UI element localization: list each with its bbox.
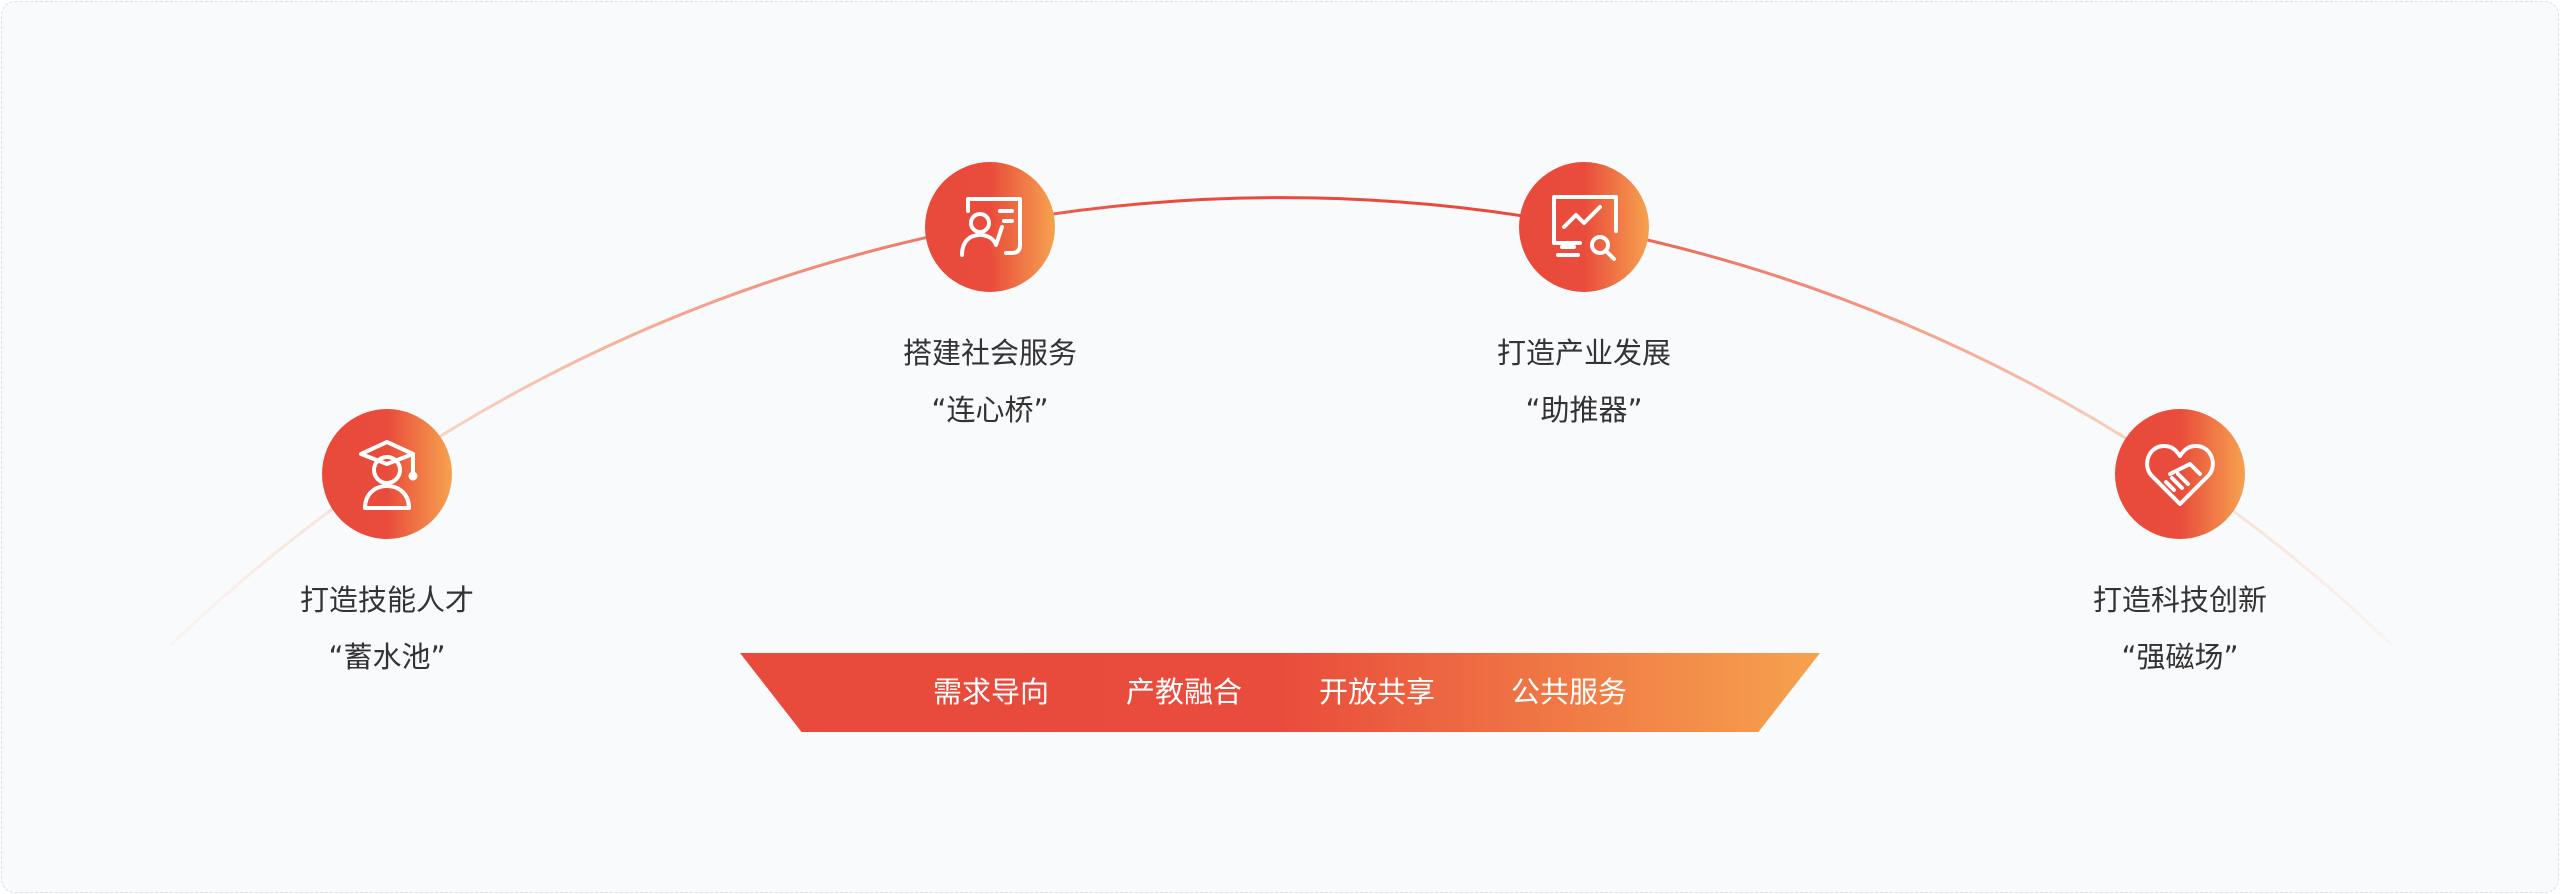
node-title: 打造产业发展 — [1496, 336, 1671, 370]
node-subtitle: “助推器” — [1525, 393, 1643, 427]
node-label: 打造技能人才 “蓄水池” — [187, 572, 587, 686]
node-subtitle: “强磁场” — [2121, 640, 2239, 674]
node-label: 打造产业发展 “助推器” — [1384, 325, 1784, 439]
node-title: 打造科技创新 — [2092, 583, 2267, 617]
graduate-node — [322, 409, 452, 539]
node-title: 搭建社会服务 — [902, 336, 1077, 370]
graduate-icon — [359, 440, 418, 510]
banner-item: 开放共享 — [1318, 675, 1436, 709]
node-subtitle: “连心桥” — [931, 393, 1049, 427]
handshake-heart-node — [2115, 409, 2245, 539]
handshake-heart-icon — [2145, 444, 2215, 506]
node-title: 打造技能人才 — [299, 583, 474, 617]
monitor-analysis-icon — [1552, 195, 1618, 261]
node-label: 搭建社会服务 “连心桥” — [790, 325, 1190, 439]
banner-item: 产教融合 — [1125, 675, 1243, 709]
banner-item: 需求导向 — [932, 675, 1050, 709]
principles-banner — [740, 653, 1820, 732]
node-subtitle: “蓄水池” — [328, 640, 446, 674]
node-label: 打造科技创新 “强磁场” — [1980, 572, 2380, 686]
teacher-board-node — [925, 162, 1055, 292]
banner-item: 公共服务 — [1510, 675, 1628, 709]
monitor-analysis-node — [1519, 162, 1649, 292]
teacher-board-icon — [960, 197, 1022, 257]
